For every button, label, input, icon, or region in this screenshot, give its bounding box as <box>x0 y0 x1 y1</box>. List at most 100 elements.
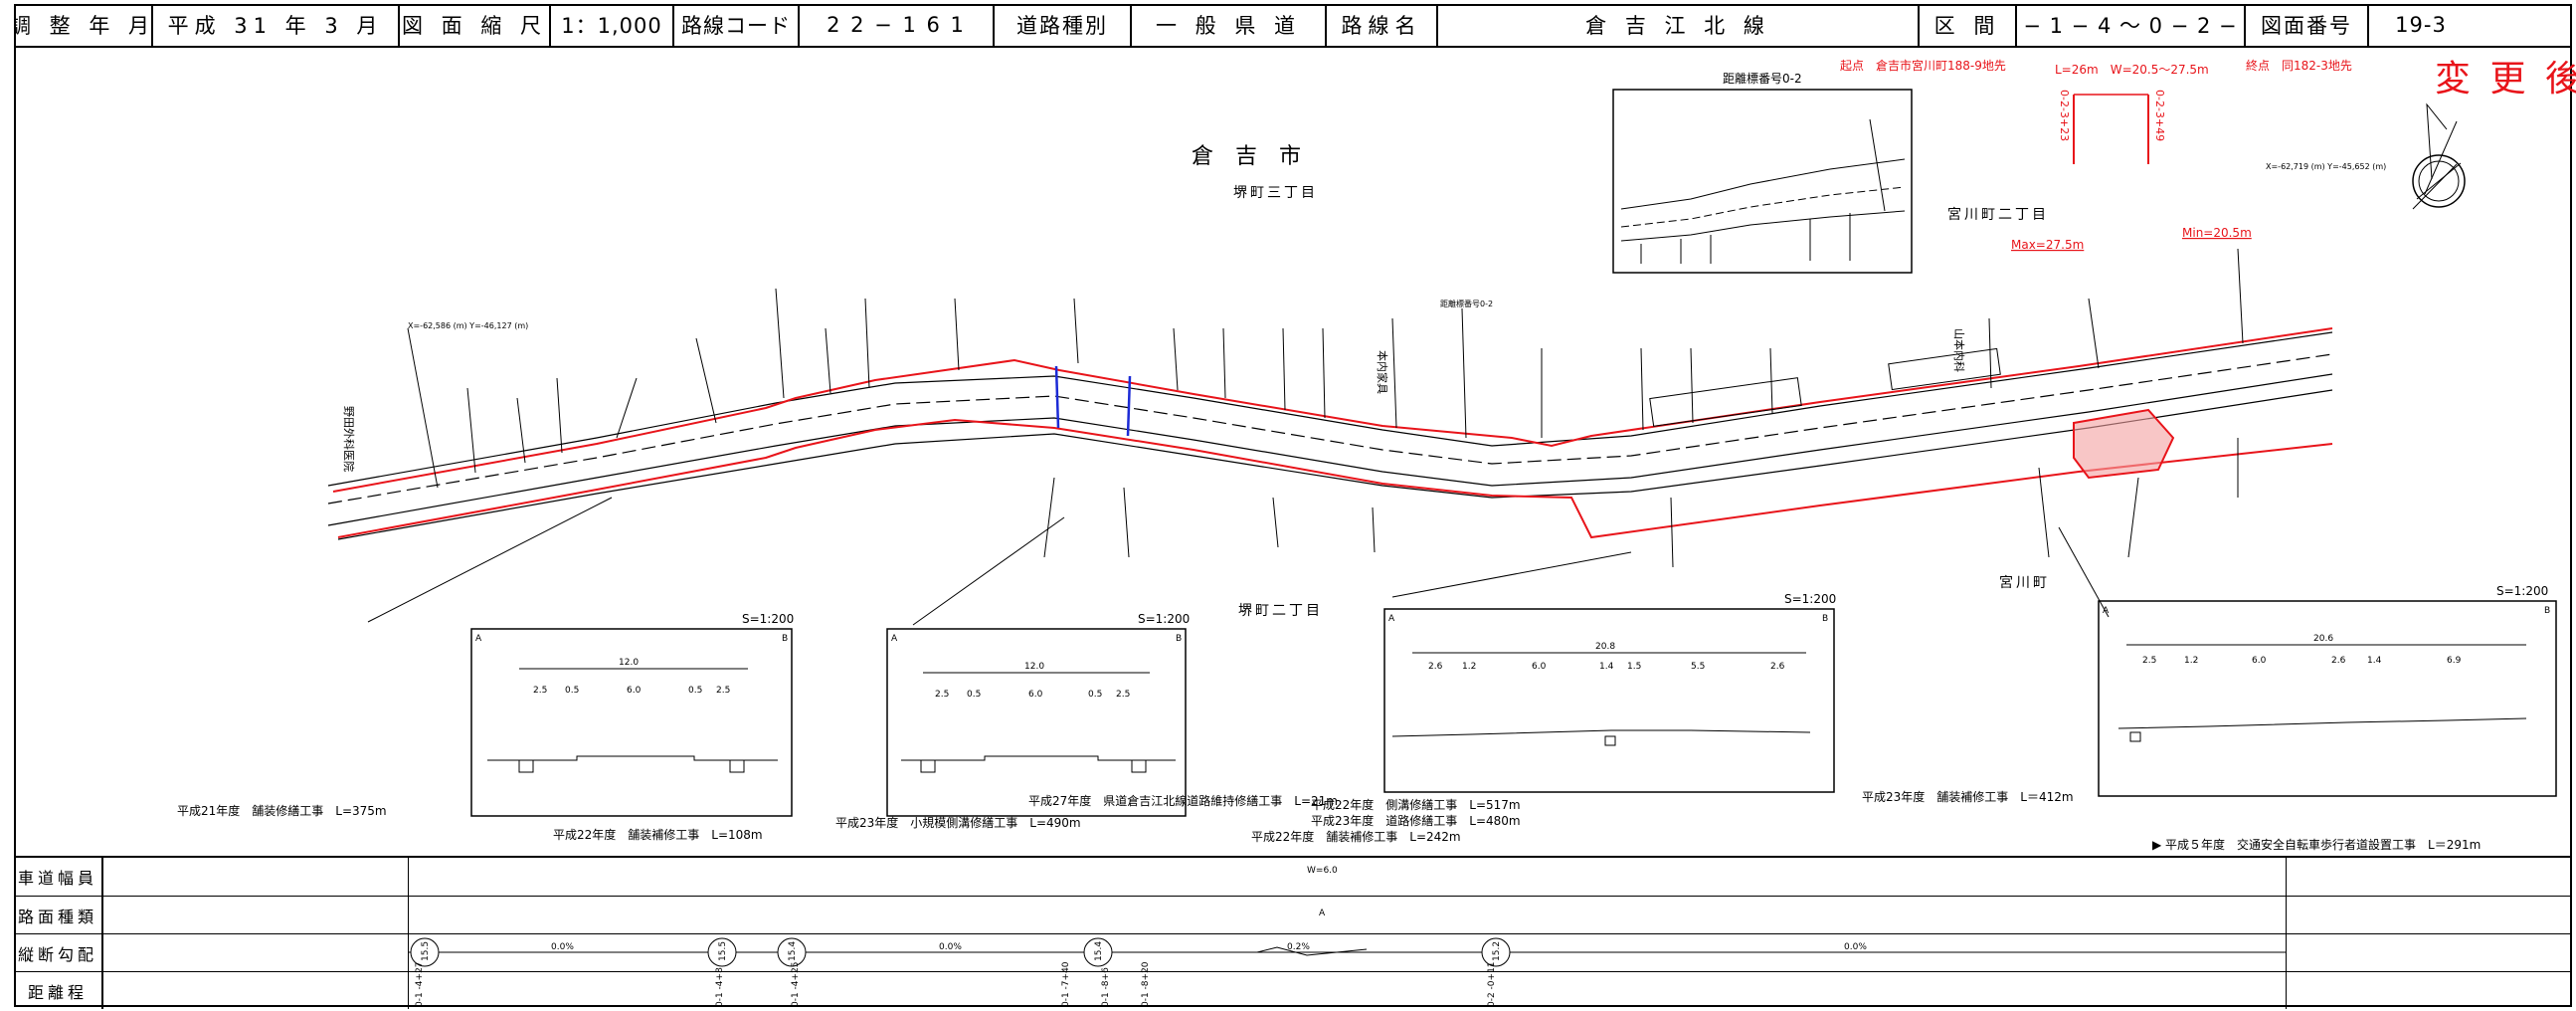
work-3: 平成27年度 県道倉吉江北線道路維持修繕工事 L=21m <box>1028 794 1338 808</box>
scale-value: 1：1,000 <box>551 4 674 46</box>
svg-text:2.6: 2.6 <box>1770 662 1785 672</box>
section-1-a: A <box>475 634 482 644</box>
title-block-header: 調 整 年 月 平成 31 年 3 月 図 面 縮 尺 1：1,000 路線コー… <box>14 4 2572 48</box>
hospital-label: 野田外科医院 <box>342 406 356 472</box>
sakai2-label: 堺町二丁目 <box>1238 603 1323 619</box>
end-note: 終点 同182-3地先 <box>2246 58 2352 73</box>
svg-text:6.0: 6.0 <box>1028 690 1043 700</box>
route-code-value: 2 2 − 1 6 1 <box>800 4 995 46</box>
gradient-1: 0.0% <box>551 942 574 952</box>
section-4: S=1:200 A B 20.6 2.5 1.2 6.0 2.6 1.4 6.9 <box>2098 584 2557 797</box>
adjust-label: 調 整 年 月 <box>14 4 153 46</box>
clinic-label: 山本内科 <box>1952 328 1966 372</box>
section-2-a: A <box>891 634 898 644</box>
coord-left: X=-62,586 (m) Y=-46,127 (m) <box>408 321 528 330</box>
section-4-b: B <box>2544 606 2550 616</box>
drawing-no-label: 図面番号 <box>2246 4 2369 46</box>
section-4-scale: S=1:200 <box>2496 584 2548 598</box>
road-type-label: 道路種別 <box>995 4 1132 46</box>
route-code-label: 路線コード <box>674 4 800 46</box>
svg-text:1.4: 1.4 <box>2367 656 2382 666</box>
svg-text:15.2: 15.2 <box>1492 941 1502 961</box>
svg-text:2.5: 2.5 <box>1116 690 1130 700</box>
svg-text:0-1 -4+25: 0-1 -4+25 <box>791 961 801 1007</box>
start-note: 起点 倉吉市宮川町188-9地先 <box>1840 58 2006 73</box>
distance-post-label: 距離標番号0-2 <box>1723 72 1802 86</box>
road-type-value: 一 般 県 道 <box>1132 4 1327 46</box>
road-plan-drawing: 起点 倉吉市宮川町188-9地先 L=26m W=20.5～27.5m 終点 同… <box>327 58 2466 626</box>
min-note: Min=20.5m <box>2182 226 2252 240</box>
row-width: 車道幅員 W=6.0 <box>14 858 2572 896</box>
section-1-scale: S=1:200 <box>742 612 794 626</box>
work-4: 平成23年度 小規模側溝修繕工事 L=490m <box>835 816 1081 830</box>
drawing-frame <box>14 4 2572 1007</box>
section-2: S=1:200 A B 12.0 2.5 0.5 6.0 0.5 2.5 <box>886 612 1190 817</box>
section-3-a: A <box>1388 614 1395 624</box>
svg-text:2.5: 2.5 <box>2142 656 2156 666</box>
svg-text:1.4: 1.4 <box>1599 662 1614 672</box>
row-distance-label: 距離程 <box>14 972 103 1009</box>
section-3-scale: S=1:200 <box>1784 592 1836 606</box>
miyagawa2-label: 宮川町二丁目 <box>1947 207 2049 223</box>
drawing-no-value: 19-3 <box>2395 13 2447 37</box>
row-surface-value: A <box>1319 909 1326 918</box>
svg-text:15.5: 15.5 <box>421 941 431 961</box>
row-surface-label: 路面種類 <box>14 897 103 933</box>
svg-text:0-1 -4+27: 0-1 -4+27 <box>415 961 425 1007</box>
profile-table: 車道幅員 W=6.0 路面種類 A 縦断勾配 距離程 0.0% 0.0% 0.2… <box>14 856 2572 1009</box>
section-4-a: A <box>2103 606 2110 616</box>
svg-text:1.5: 1.5 <box>1627 662 1641 672</box>
change-mark: 変 更 後 <box>2435 59 2576 100</box>
miyagawa-label: 宮川町 <box>1999 575 2050 591</box>
svg-text:0.5: 0.5 <box>967 690 981 700</box>
svg-text:6.0: 6.0 <box>2252 656 2267 666</box>
gradient-4: 0.0% <box>1844 942 1867 952</box>
adjust-value: 平成 31 年 3 月 <box>153 4 400 46</box>
row-surface: 路面種類 A <box>14 896 2572 933</box>
svg-text:6.0: 6.0 <box>627 686 642 696</box>
section-2-b: B <box>1176 634 1182 644</box>
work-7: 平成22年度 舗装補修工事 L=242m <box>1251 830 1461 844</box>
row-width-value: W=6.0 <box>1307 866 1338 876</box>
svg-text:0-1 -8+20: 0-1 -8+20 <box>1141 961 1151 1007</box>
svg-text:2.5: 2.5 <box>935 690 949 700</box>
svg-text:15.4: 15.4 <box>788 941 798 961</box>
route-name-value: 倉 吉 江 北 線 <box>1438 4 1920 46</box>
width-note: L=26m W=20.5～27.5m <box>2055 63 2209 77</box>
svg-text:0-1 -4+8: 0-1 -4+8 <box>715 967 725 1007</box>
svg-text:15.5: 15.5 <box>718 941 728 961</box>
max-note: Max=27.5m <box>2011 238 2084 252</box>
work-2: 平成22年度 舗装補修工事 L=108m <box>553 828 763 842</box>
svg-text:0-1 -8+6: 0-1 -8+6 <box>1101 967 1111 1007</box>
section-2-total: 12.0 <box>1024 662 1044 672</box>
route-name-label: 路線名 <box>1327 4 1438 46</box>
coord-right: X=-62,719 (m) Y=-45,652 (m) <box>2266 162 2386 171</box>
svg-text:1.2: 1.2 <box>2184 656 2198 666</box>
svg-text:15.4: 15.4 <box>1094 941 1104 961</box>
mark-b: 0-2-3+49 <box>2153 90 2166 141</box>
svg-text:6.9: 6.9 <box>2447 656 2462 666</box>
profile-graph: 0.0% 0.0% 0.2% 0.0% 15.5 15.5 15.4 15.4 … <box>408 937 2286 1007</box>
sakai3-label: 堺町三丁目 <box>1233 185 1318 201</box>
row-gradient: 縦断勾配 <box>14 933 2572 971</box>
section-4-total: 20.6 <box>2313 634 2333 644</box>
svg-text:2.6: 2.6 <box>2331 656 2346 666</box>
city-label: 倉 吉 市 <box>1192 144 1301 169</box>
svg-text:0-2 -0+11: 0-2 -0+11 <box>1487 961 1497 1007</box>
section-1-b: B <box>782 634 788 644</box>
svg-text:0.5: 0.5 <box>1088 690 1102 700</box>
section-1-total: 12.0 <box>619 658 639 668</box>
work-8: 平成23年度 舗装補修工事 L＝412m <box>1862 790 2074 804</box>
section-2-scale: S=1:200 <box>1138 612 1190 626</box>
work-1: 平成21年度 舗装修繕工事 L=375m <box>177 804 387 818</box>
work-5: 平成22年度 側溝修繕工事 L=517m <box>1311 798 1521 812</box>
mark-a: 0-2-3+23 <box>2058 90 2071 141</box>
distance-post-label2: 距離標番号0-2 <box>1440 299 1493 308</box>
svg-text:0-1 -7+40: 0-1 -7+40 <box>1061 961 1071 1007</box>
svg-text:6.0: 6.0 <box>1532 662 1547 672</box>
svg-text:2.5: 2.5 <box>716 686 730 696</box>
svg-text:0.5: 0.5 <box>565 686 579 696</box>
svg-text:1.2: 1.2 <box>1462 662 1476 672</box>
